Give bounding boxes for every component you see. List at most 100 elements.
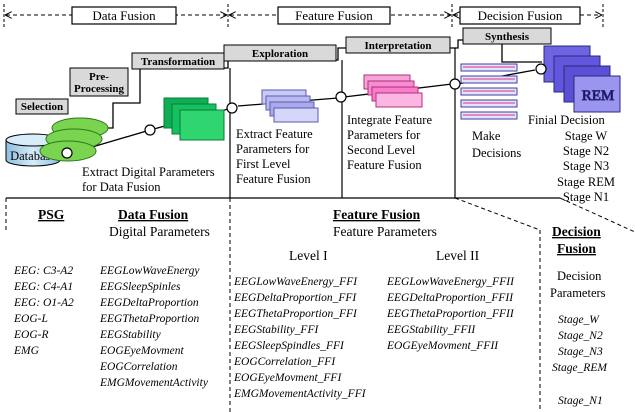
data-fusion-subtitle: Digital Parameters xyxy=(109,224,210,239)
psg-column: PSG EEG: C3-A2 EEG: C4-A1 EEG: O1-A2 EOG… xyxy=(13,207,74,357)
decision-fusion-header-line2: Fusion xyxy=(557,241,597,256)
level2-item: EEGStability_FFII xyxy=(386,324,476,336)
level1-item: EEGLowWaveEnergy_FFI xyxy=(233,276,358,288)
psg-item: EOG-R xyxy=(13,329,49,341)
data-fusion-item: EEGStability xyxy=(99,329,162,341)
feature-fusion-header: Feature Fusion xyxy=(333,207,421,222)
connector-circle xyxy=(535,63,547,75)
level1-item: EMGMovementActivity_FFI xyxy=(233,388,367,400)
extract-feature-line2: Parameters for xyxy=(236,142,310,156)
make-decisions-line2: Decisions xyxy=(472,146,521,160)
step-exploration-label: Exploration xyxy=(252,48,308,60)
connectors xyxy=(61,63,547,159)
decision-parameters-line1: Decision xyxy=(557,269,602,283)
final-stage-n3: Stage N3 xyxy=(563,159,609,173)
extract-digital-line2: for Data Fusion xyxy=(82,180,161,194)
level1-item: EEGStability_FFI xyxy=(233,324,319,336)
psg-item: EEG: O1-A2 xyxy=(13,297,74,309)
final-decision-title: Finial Decision xyxy=(528,113,605,127)
lower-dashed-frame xyxy=(5,197,635,412)
decision-item: Stage_N1 xyxy=(558,395,603,407)
level1-item: EOGCorrelation_FFI xyxy=(233,356,336,368)
integrate-feature-line4: Feature Fusion xyxy=(347,158,422,172)
final-stage-n1: Stage N1 xyxy=(563,190,609,204)
integrate-feature-line2: Parameters for xyxy=(347,128,421,142)
data-fusion-item: EEGThetaProportion xyxy=(99,313,199,325)
data-fusion-item: EOGCorrelation xyxy=(99,361,178,373)
level2-label: Level II xyxy=(436,248,480,263)
level1-item: EEGThetaProportion_FFI xyxy=(233,308,358,320)
step-selection-label: Selection xyxy=(21,101,63,113)
stage-feature-fusion-label: Feature Fusion xyxy=(295,8,373,23)
integrate-feature-line3: Second Level xyxy=(347,143,416,157)
connector-circle xyxy=(144,124,156,136)
column-dividers xyxy=(6,48,560,199)
feature-fusion-subtitle: Feature Parameters xyxy=(333,224,437,239)
final-stage-w: Stage W xyxy=(565,129,608,143)
data-fusion-item: EMGMovementActivity xyxy=(99,377,209,389)
stage-feature-fusion-box xyxy=(277,6,391,25)
stage-data-fusion-box xyxy=(71,6,177,25)
data-fusion-header: Data Fusion xyxy=(118,207,189,222)
feature-fusion-column: Feature Fusion Feature Parameters Level … xyxy=(233,207,515,400)
step-synthesis-box xyxy=(462,27,552,45)
green-sheets-icon xyxy=(163,97,225,141)
data-fusion-item: EOGEyeMovment xyxy=(99,345,184,357)
step-preprocessing-line2: Processing xyxy=(74,83,124,95)
extract-feature-line3: First Level xyxy=(236,157,291,171)
decision-rows-icon xyxy=(460,63,518,120)
step-transformation-label: Transformation xyxy=(141,56,215,68)
connector-circle xyxy=(335,91,347,103)
step-synthesis-label: Synthesis xyxy=(485,31,530,43)
psg-item: EEG: C3-A2 xyxy=(13,265,73,277)
stage-decision-fusion-label: Decision Fusion xyxy=(478,8,563,23)
integrated-sheets-icon xyxy=(363,74,423,108)
connector-circle xyxy=(449,78,461,90)
rem-stack-icon: REM xyxy=(543,45,621,113)
level1-item: EEGSleepSpindles_FFI xyxy=(233,340,345,352)
data-fusion-item: EEGSleepSpinles xyxy=(99,281,181,293)
level1-item: EEGDeltaProportion_FFI xyxy=(233,292,357,304)
step-exploration-box xyxy=(223,44,337,62)
level2-item: EEGLowWaveEnergy_FFII xyxy=(386,276,515,288)
decision-item: Stage_N3 xyxy=(558,346,603,358)
integrate-feature-line1: Integrate Feature xyxy=(347,113,432,127)
step-interpretation-label: Interpretation xyxy=(364,40,431,52)
stage-banner: Data Fusion Feature Fusion Decision Fusi… xyxy=(3,4,604,28)
level1-item: EOGEyeMovment_FFI xyxy=(233,372,342,384)
level2-item: EOGEyeMovment_FFII xyxy=(386,340,499,352)
psg-item: EEG: C4-A1 xyxy=(13,281,73,293)
connector-circle xyxy=(61,147,73,159)
extract-feature-line1: Extract Feature xyxy=(236,127,313,141)
step-descriptions: Extract Digital Parameters for Data Fusi… xyxy=(82,113,615,204)
ellipse-stack-icon xyxy=(39,117,109,162)
data-fusion-column: Data Fusion Digital Parameters EEGLowWav… xyxy=(99,207,210,389)
decision-fusion-column: Decision Fusion Decision Parameters Stag… xyxy=(550,224,608,407)
feature-sheets-icon xyxy=(261,89,319,123)
level2-item: EEGThetaProportion_FFII xyxy=(386,308,515,320)
psg-item: EMG xyxy=(13,345,40,357)
decision-fusion-header-line1: Decision xyxy=(552,224,601,239)
data-fusion-item: EEGDeltaProportion xyxy=(99,297,199,309)
process-steps: Selection Pre- Processing Transformation… xyxy=(15,27,552,115)
step-preprocessing-line1: Pre- xyxy=(89,71,109,83)
rem-label: REM xyxy=(582,88,615,104)
level1-label: Level I xyxy=(289,248,328,263)
extract-feature-line4: Feature Fusion xyxy=(236,172,311,186)
decision-parameters-line2: Parameters xyxy=(550,286,606,300)
stage-data-fusion-label: Data Fusion xyxy=(92,8,156,23)
step-selection-box xyxy=(15,98,69,115)
psg-header: PSG xyxy=(38,207,65,222)
extract-digital-line1: Extract Digital Parameters xyxy=(82,165,215,179)
step-preprocessing-box xyxy=(69,67,129,97)
decision-item: Stage_W xyxy=(558,314,600,326)
data-fusion-item: EEGLowWaveEnergy xyxy=(99,265,200,277)
make-decisions-line1: Make xyxy=(472,129,501,143)
final-stage-n2: Stage N2 xyxy=(563,144,609,158)
step-interpretation-box xyxy=(345,36,451,54)
connector-circle xyxy=(226,102,238,114)
psg-item: EOG-L xyxy=(13,313,48,325)
final-stage-rem: Stage REM xyxy=(557,175,615,189)
decision-item: Stage_REM xyxy=(552,362,608,374)
